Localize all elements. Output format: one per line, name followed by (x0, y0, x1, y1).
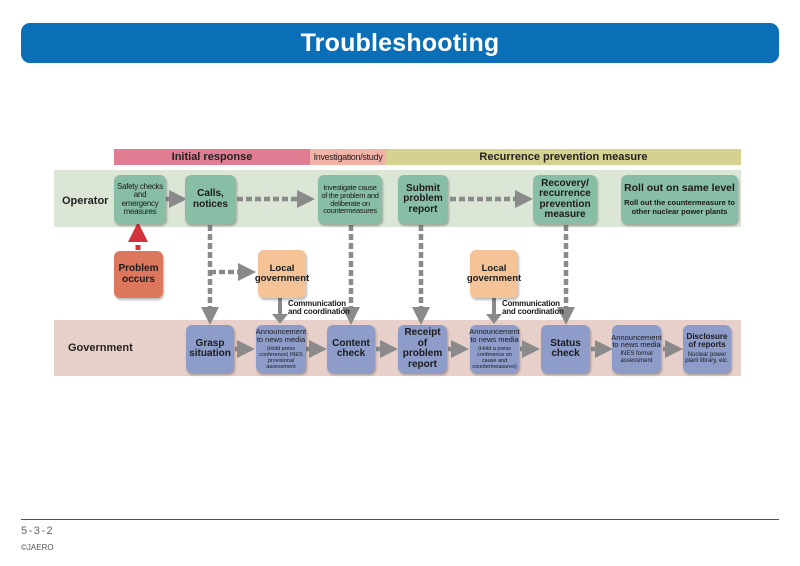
submit-problem-report-box: Submit problem report (398, 175, 448, 224)
announcement-box-3: Announcement to news media INES formal a… (611, 325, 662, 373)
disclosure-title: Disclosure of reports (686, 332, 728, 350)
operator-lane-label: Operator (62, 195, 109, 207)
page-number: 5-3-2 (21, 525, 55, 537)
disclosure-subtitle: Nuclear power plant library, etc. (685, 351, 729, 365)
announcement-box-2: Announcement to news media (Hold a press… (469, 325, 520, 373)
content-check-box: Content check (327, 325, 375, 373)
status-check-box: Status check (541, 325, 590, 373)
footer-divider (21, 519, 779, 520)
problem-occurs-box: Problem occurs (114, 251, 163, 298)
phase-recurrence-prevention: Recurrence prevention measure (386, 149, 741, 165)
announcement-2-subtitle: (Hold a press conference on cause and co… (472, 345, 517, 370)
rollout-box: Roll out on same level Roll out the coun… (621, 175, 738, 224)
announcement-2-title: Announcement to news media (469, 327, 520, 344)
local-government-box-2: Local government (467, 250, 521, 298)
phase-initial-response: Initial response (114, 149, 310, 165)
announcement-1-title: Announcement to news media (255, 327, 307, 344)
phase-investigation-study: Investigation/study (310, 149, 386, 165)
rollout-subtitle: Roll out the countermeasure to other nuc… (624, 197, 735, 216)
announcement-3-title: Announcement to news media (611, 332, 662, 350)
disclosure-box: Disclosure of reports Nuclear power plan… (683, 325, 731, 373)
announcement-box-1: Announcement to news media (Hold press c… (256, 325, 306, 373)
safety-checks-box: Safety checks and emergency measures (114, 175, 166, 224)
investigate-cause-box: Investigate cause of the problem and del… (318, 175, 382, 224)
copyright: ©JAERO (21, 543, 54, 552)
announcement-3-subtitle: INES formal assessment (620, 351, 653, 364)
receipt-of-problem-report-box: Receipt of problem report (398, 325, 447, 373)
page-title: Troubleshooting (21, 23, 779, 63)
government-lane-label: Government (68, 342, 133, 354)
communication-label-2: Communication and coordination (502, 299, 564, 317)
rollout-title: Roll out on same level (624, 182, 735, 195)
calls-notices-box: Calls, notices (185, 175, 236, 224)
grasp-situation-box: Grasp situation (186, 325, 234, 373)
announcement-1-subtitle: (Hold press conference) INES provisional… (259, 345, 303, 370)
communication-label-1: Communication and coordination (288, 299, 350, 317)
recovery-prevention-box: Recovery/ recurrence prevention measure (533, 175, 597, 224)
local-government-box-1: Local government (255, 250, 309, 298)
